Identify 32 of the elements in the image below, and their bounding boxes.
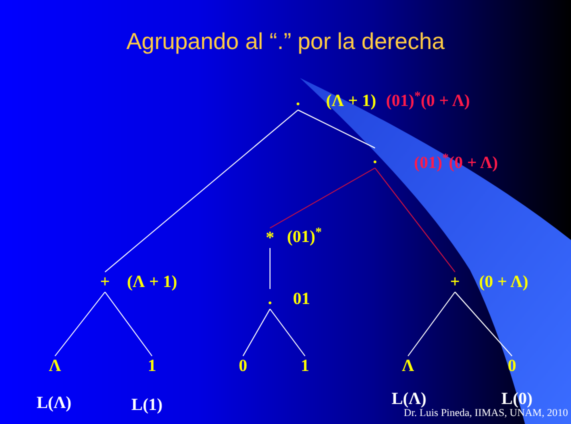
tree-line [374,168,456,272]
tree-symbol: Λ [46,356,64,376]
title: Agrupando al “.” por la derecha [125,27,446,56]
tree-line [270,308,306,356]
expression-label: 01 [293,289,310,309]
expression-label: L(1) [131,395,163,415]
tree-symbol: 0 [236,356,250,376]
tree-symbol: 1 [146,356,158,376]
tree-line [54,292,106,356]
expression-label: (Λ + 1) [127,272,178,292]
tree-symbol: . [266,289,274,309]
expression-label: (01)$^{*}$(0 + Λ) [386,91,470,111]
tree-symbol: Λ [400,356,416,376]
tree-symbol: * [264,228,276,248]
tree-line [298,110,376,148]
tree-line [270,168,376,228]
expression-label: (0 + Λ) [479,272,528,292]
tree-symbol: . [294,90,302,110]
tree-symbol: 0 [506,356,518,376]
tree-symbol: 1 [298,356,312,376]
tree-symbol: . [370,148,380,168]
expression-label: L(Λ) [36,393,72,413]
tree-symbol: + [448,272,462,292]
tree-line [104,292,152,356]
expression-label: (01)$^{*}$ [287,227,322,247]
tree-line [242,308,270,356]
tree-line [408,292,456,356]
tree-line [454,292,512,356]
expression-label: (Λ + 1) [326,91,376,111]
expression-label: L(Λ) [392,389,426,409]
tree-line [104,110,298,272]
tree-symbol: + [98,272,112,292]
